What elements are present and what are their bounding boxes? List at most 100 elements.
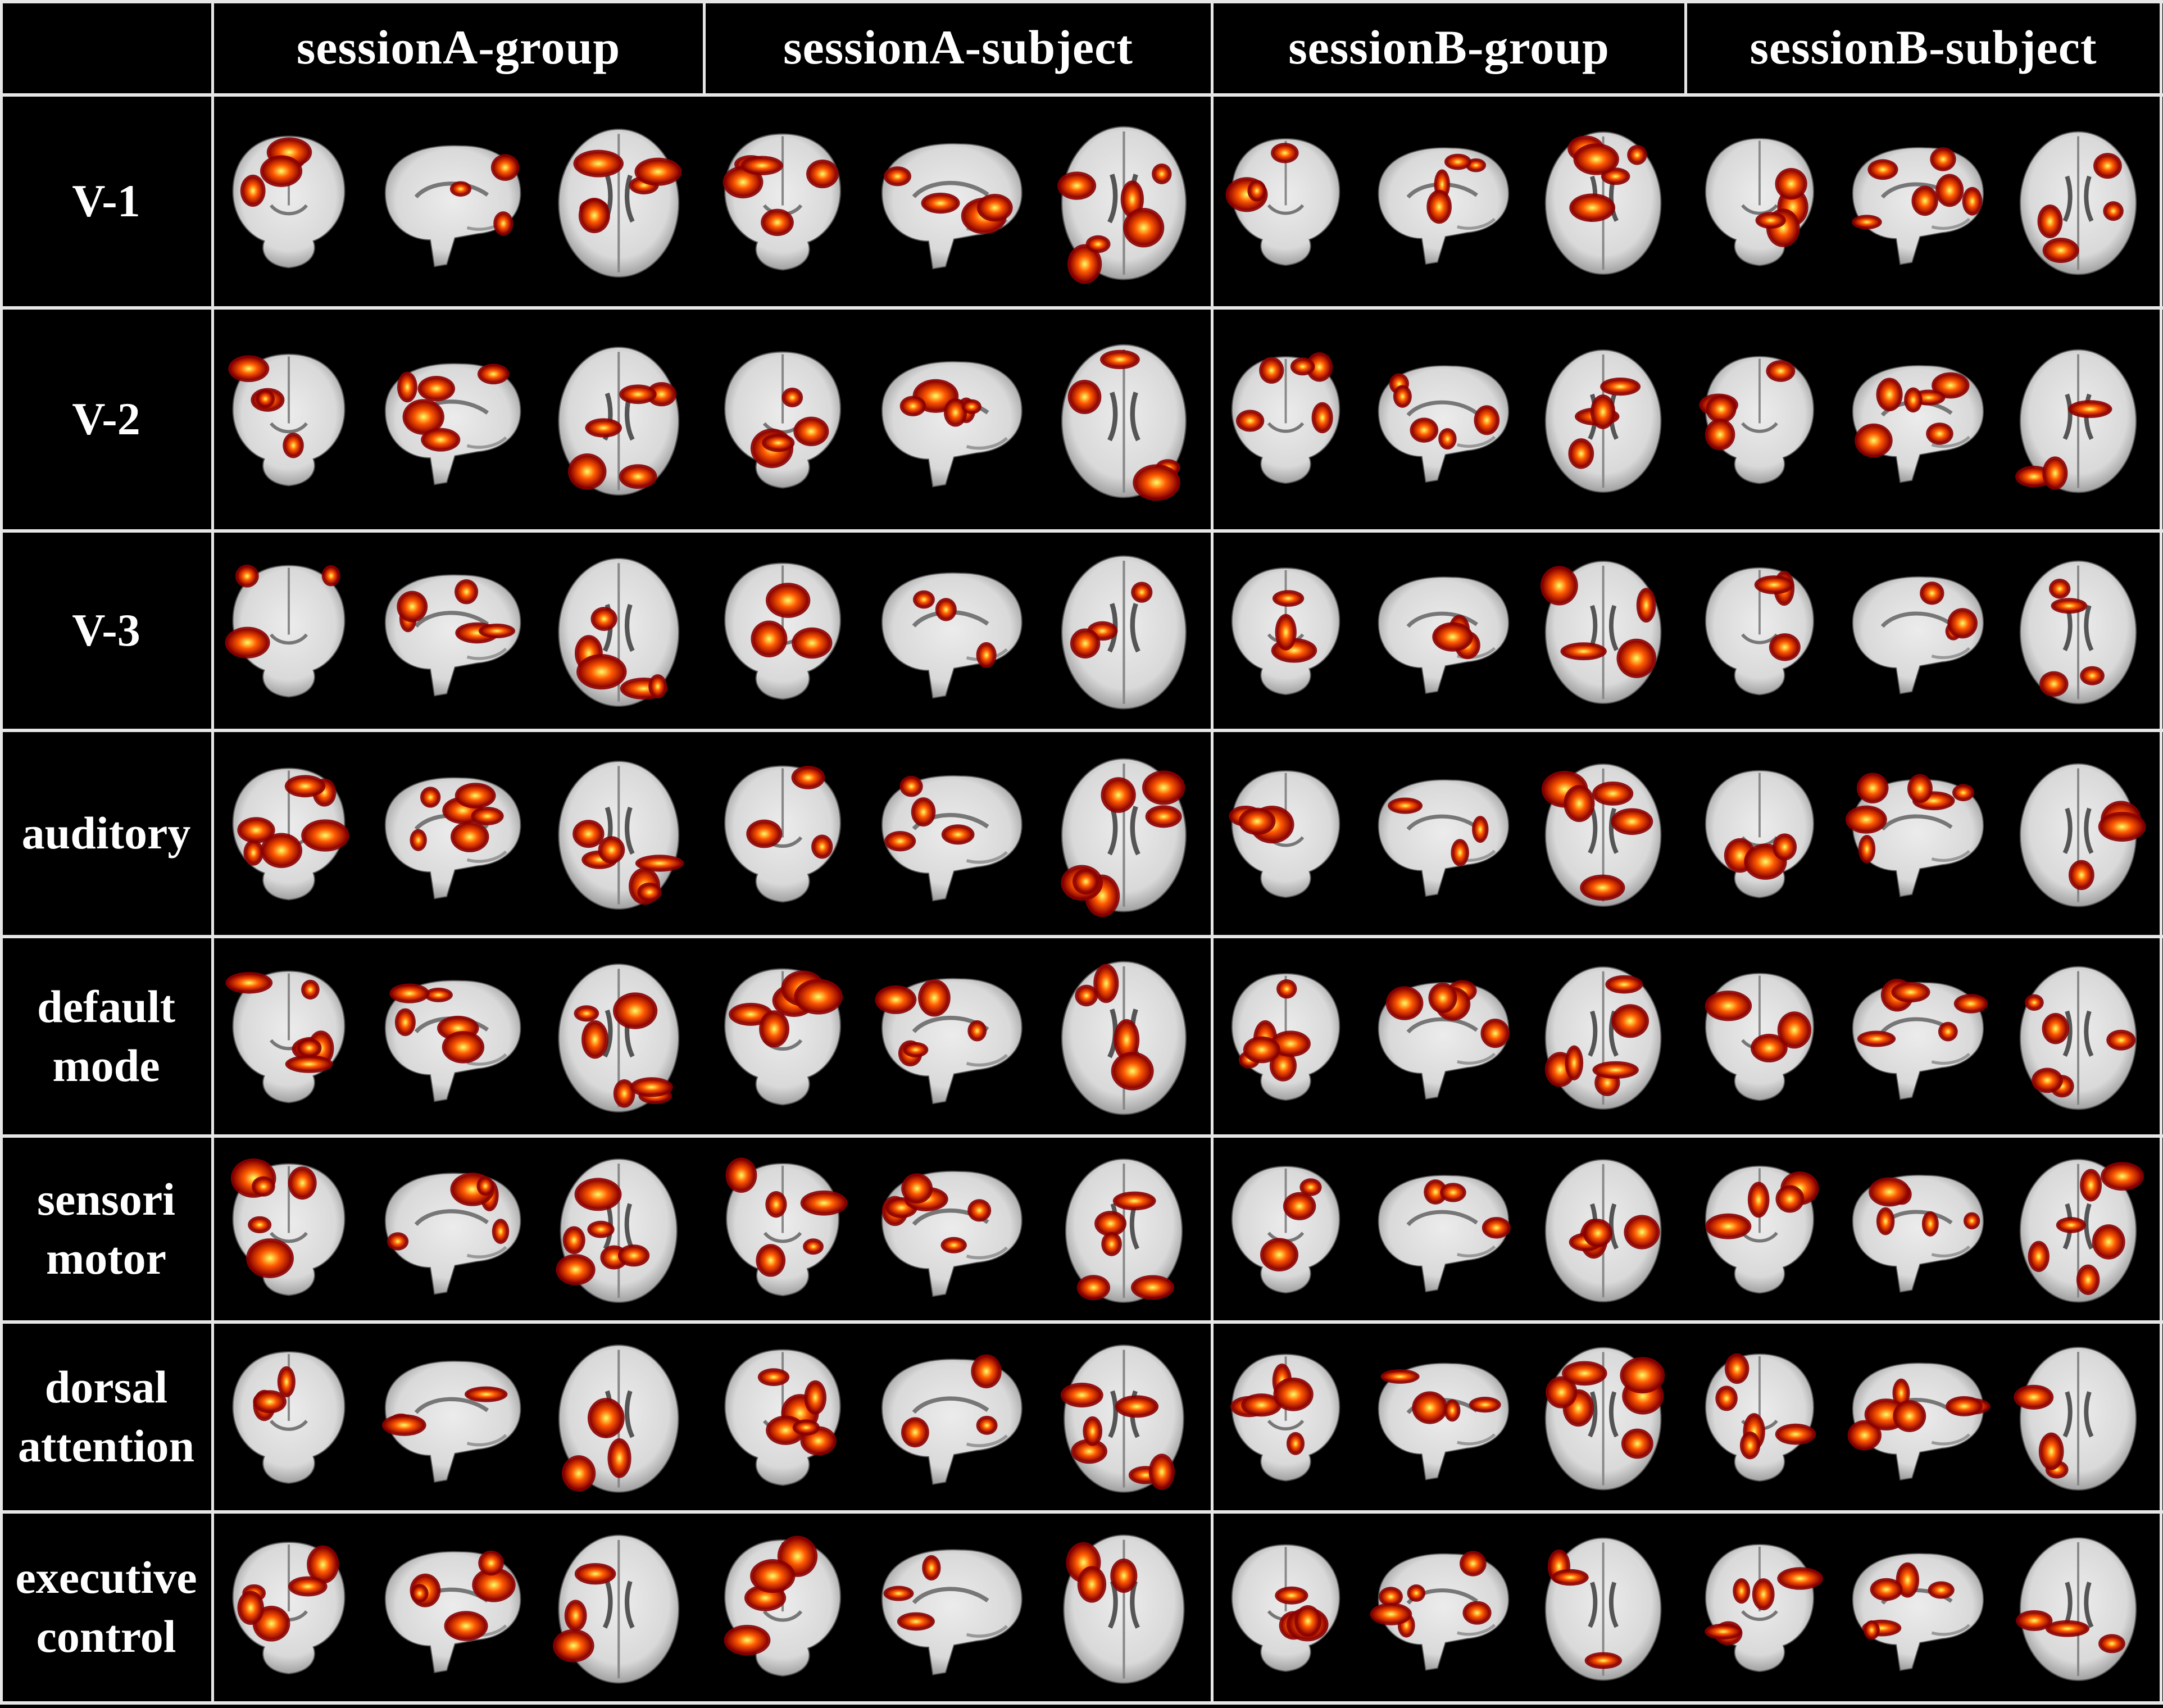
brain-slice-image — [225, 565, 346, 698]
coronal-brain-slice — [232, 353, 346, 487]
brain-sagittal-view — [863, 1341, 1040, 1497]
activation-blobs — [575, 607, 668, 700]
activation-blobs — [751, 583, 833, 659]
brain-slice-image — [1229, 770, 1340, 898]
brain-slice-image — [2020, 763, 2146, 907]
brain-coronal-view — [714, 113, 852, 293]
brain-axial-view — [2011, 749, 2146, 921]
brain-sagittal-view — [1361, 549, 1526, 715]
brain-slice-image — [2015, 349, 2137, 493]
brain-slice-image — [230, 1158, 346, 1296]
brain-coronal-view — [1221, 955, 1350, 1121]
activation-blobs — [1754, 570, 1801, 661]
row-label-line: dorsal — [44, 1361, 168, 1413]
row-label-line: V-3 — [72, 605, 140, 656]
brain-slice-image — [1852, 576, 1984, 694]
activation-blobs — [882, 1173, 992, 1253]
axial-brain-slice — [2020, 763, 2137, 907]
brain-axial-view — [549, 749, 688, 921]
brain-coronal-view — [222, 749, 356, 921]
brain-slice-image — [1544, 1537, 1662, 1681]
brain-coronal-view — [1221, 749, 1350, 921]
brain-coronal-view — [222, 1530, 356, 1688]
activation-blobs — [253, 1366, 296, 1421]
brain-sagittal-view — [863, 749, 1040, 921]
brain-slice-image — [1544, 1347, 1665, 1491]
activation-blobs — [1541, 770, 1653, 901]
activation-blobs — [553, 1562, 616, 1662]
brain-coronal-view — [1221, 326, 1350, 516]
activation-blobs — [1705, 1567, 1823, 1646]
brain-axial-view — [549, 1341, 688, 1497]
activation-blobs — [225, 565, 340, 658]
axial-brain-slice — [2020, 1537, 2137, 1681]
coronal-brain-slice — [1231, 1166, 1340, 1294]
brain-slice-image — [1851, 147, 1984, 265]
brain-sagittal-view — [367, 326, 539, 516]
brain-axial-view — [1537, 113, 1670, 293]
activation-blobs — [556, 1178, 650, 1285]
brain-slice-image — [881, 775, 1023, 902]
brain-coronal-view — [1695, 1530, 1824, 1688]
brain-sagittal-view — [1835, 326, 2001, 516]
brain-slice-image — [1852, 1553, 1984, 1671]
row-label-line: control — [36, 1611, 176, 1662]
brain-axial-view — [549, 326, 688, 516]
brain-slice-image — [1231, 352, 1340, 484]
brain-slice-image — [2020, 1159, 2144, 1303]
brain-slice-image — [875, 978, 1023, 1105]
activation-blobs — [381, 1386, 507, 1436]
brain-slice-image — [1225, 138, 1340, 266]
grid-line — [1684, 0, 1687, 96]
brain-slice-image — [1378, 1175, 1511, 1293]
brain-sagittal-view — [863, 955, 1040, 1121]
sagittal-brain-slice — [1378, 1175, 1509, 1293]
brain-slice-image — [232, 767, 349, 901]
sagittal-brain-slice — [881, 572, 1023, 699]
brain-sagittal-view — [1835, 113, 2001, 293]
brain-axial-view — [1052, 326, 1196, 516]
row-label-v2: V-2 — [0, 310, 212, 529]
activation-blobs — [2069, 801, 2146, 891]
brain-slice-image — [724, 968, 843, 1106]
brain-coronal-view — [1695, 113, 1824, 293]
brain-slice-image — [384, 574, 521, 697]
brain-slice-image — [1061, 344, 1187, 501]
brain-slice-image — [1231, 1544, 1340, 1672]
brain-slice-image — [558, 964, 680, 1112]
column-header-sessiona-subject: sessionA-subject — [783, 20, 1133, 74]
brain-sagittal-view — [367, 549, 539, 715]
activation-blobs — [240, 137, 312, 207]
brain-slice-image — [556, 1158, 678, 1303]
activation-blobs — [883, 1555, 941, 1631]
sagittal-brain-slice — [881, 1549, 1023, 1675]
column-header-sessionb-subject: sessionB-subject — [1750, 20, 2097, 74]
activation-blobs — [1851, 147, 1983, 230]
brain-axial-view — [1537, 749, 1670, 921]
activation-blobs — [750, 387, 829, 469]
brain-slice-image — [1378, 576, 1509, 694]
activation-blobs — [449, 154, 519, 236]
brain-coronal-view — [222, 326, 356, 516]
brain-axial-view — [549, 955, 688, 1121]
brain-slice-image — [1544, 131, 1662, 275]
activation-blobs — [1067, 349, 1180, 501]
row-label-default-mode: default mode — [0, 938, 212, 1134]
coronal-brain-slice — [1231, 356, 1340, 484]
brain-axial-view — [1537, 1155, 1670, 1307]
activation-blobs — [725, 1157, 848, 1277]
row-label-line: V-1 — [72, 175, 140, 227]
brain-coronal-view — [1221, 113, 1350, 293]
brain-slice-image — [1541, 560, 1662, 705]
brain-axial-view — [2011, 1341, 2145, 1497]
brain-sagittal-view — [367, 1155, 539, 1307]
brain-slice-image — [1705, 1544, 1823, 1673]
sagittal-brain-slice — [1852, 779, 1984, 897]
activation-blobs — [901, 1354, 1002, 1448]
grid-line — [0, 1320, 2163, 1324]
brain-axial-view — [1052, 1530, 1196, 1688]
activation-blobs — [1389, 373, 1499, 450]
brain-coronal-view — [222, 549, 356, 715]
grid-line — [703, 0, 706, 96]
axial-brain-slice — [2020, 1347, 2137, 1491]
